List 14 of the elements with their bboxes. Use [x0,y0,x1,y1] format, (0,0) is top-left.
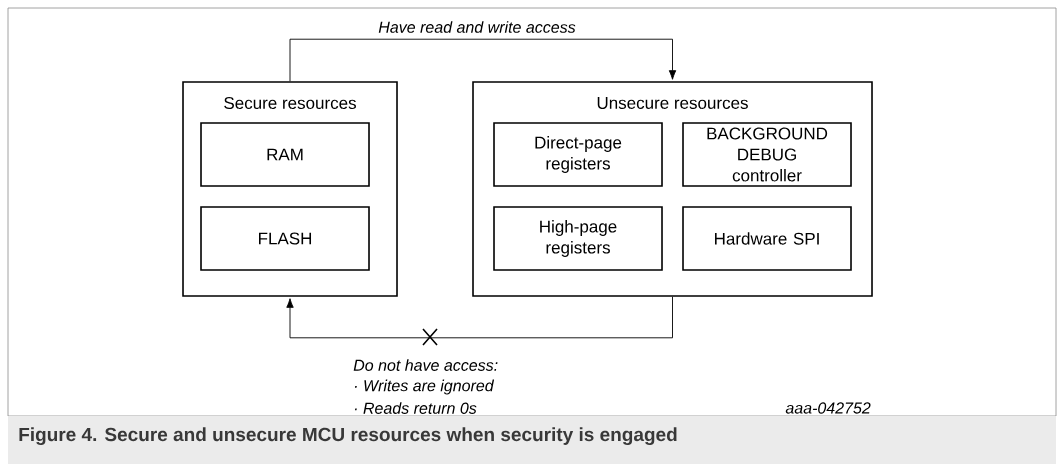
edge-label: Do not have access: [353,359,498,371]
caption: Figure 4. Secure and unsecure MCU resources when security is engaged [8,416,1056,464]
component-box: FLASH [200,206,370,271]
component-box: BACKGROUND DEBUG controller [682,122,852,187]
edge-label: Have read and write access [378,21,576,33]
connector-arrow [286,296,673,339]
note-text: · Writes are ignored [354,379,495,395]
connector-arrow [289,38,677,82]
component-box: High-page registers [493,206,663,271]
component-box: Hardware SPI [682,206,852,271]
component-box: RAM [200,122,370,187]
component-box: Direct-page registers [493,122,663,187]
note-text: aaa-042752 [785,402,871,414]
note-text: · Reads return 0s [354,402,477,414]
